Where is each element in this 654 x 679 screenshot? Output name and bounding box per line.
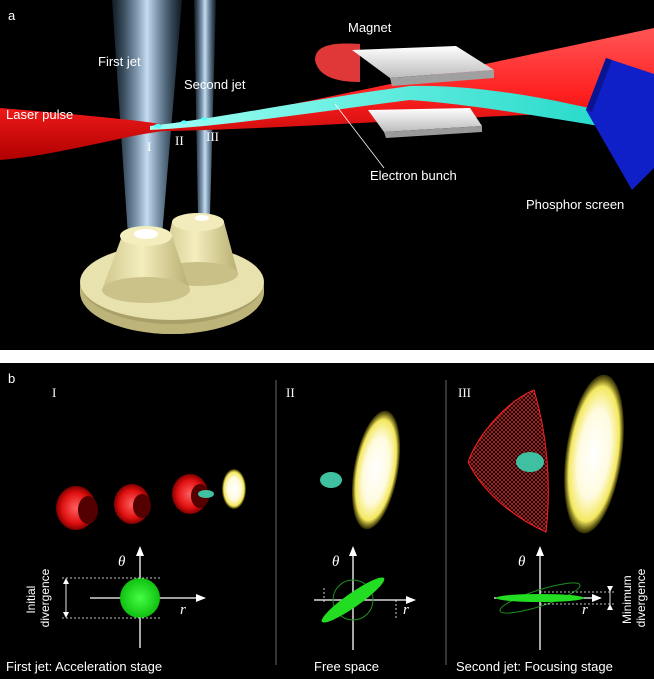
sub2-caption: Free space — [314, 659, 379, 674]
panel-b-background — [0, 363, 654, 679]
nozzle-assembly — [80, 213, 264, 334]
bunch-marker-2 — [181, 120, 187, 124]
panel-b-letter: b — [8, 371, 15, 386]
first-jet-gas-column — [112, 0, 182, 236]
sub3-axis-r: r — [582, 602, 588, 618]
label-phosphor-screen: Phosphor screen — [526, 197, 624, 212]
sub3-ghost-ellipse — [499, 582, 581, 614]
sub2-initial-outline — [332, 579, 374, 621]
sub2-numeral: II — [286, 385, 295, 400]
label-stage-3: III — [206, 129, 219, 144]
sub3-red-mesh-cone — [467, 389, 549, 533]
sub1-caption: First jet: Acceleration stage — [6, 659, 162, 674]
sub3-yellow-pulse — [564, 374, 624, 534]
phosphor-screen — [586, 58, 654, 190]
sub1-red-cups — [56, 474, 209, 530]
sub3-arrowhead-top — [607, 586, 613, 592]
sub1-electron-cluster — [198, 490, 214, 498]
label-laser-pulse: Laser pulse — [6, 107, 73, 122]
electron-bunch-beam — [150, 85, 630, 130]
label-second-jet: Second jet — [184, 77, 246, 92]
sub2-axis-theta: θ — [332, 554, 340, 570]
sub1-arrowhead-bottom — [63, 612, 69, 618]
bunch-marker-1 — [154, 124, 162, 128]
magnet-upper-pole — [352, 46, 494, 78]
sub1-arrowhead-top — [63, 578, 69, 584]
sub2-phase-ellipse — [321, 577, 385, 623]
bunch-marker-3 — [201, 117, 207, 121]
magnet-lower-pole-side — [384, 126, 482, 138]
sub3-numeral: III — [458, 385, 471, 400]
panel-a-letter: a — [8, 8, 16, 23]
sub1-axis-theta: θ — [118, 554, 126, 570]
sub3-minimum-divergence: Minimum divergence — [620, 568, 648, 627]
sub1-yellow-pulse — [222, 469, 246, 509]
magnet-upper-pole-side — [390, 70, 494, 86]
second-jet-gas-column — [194, 0, 216, 214]
sub3-electron-cluster — [516, 452, 544, 472]
magnet-lower-pole — [368, 108, 482, 132]
label-stage-1: I — [147, 139, 151, 154]
sub2-axis-r: r — [403, 602, 409, 618]
label-electron-bunch: Electron bunch — [370, 168, 457, 183]
sub2-electron-cluster — [320, 472, 342, 488]
sub1-axis-r: r — [180, 602, 186, 618]
sub1-initial-divergence: Initial divergence — [24, 568, 52, 627]
phosphor-screen-edge — [586, 58, 612, 112]
sub2-yellow-pulse — [351, 410, 401, 530]
sub3-arrowhead-bottom — [607, 604, 613, 610]
label-stage-2: II — [175, 133, 184, 148]
sub3-caption: Second jet: Focusing stage — [456, 659, 613, 674]
label-first-jet: First jet — [98, 54, 141, 69]
sub1-numeral: I — [52, 385, 56, 400]
electron-bunch-pointer — [334, 103, 385, 169]
sub1-phase-disk — [120, 578, 160, 618]
sub3-axis-theta: θ — [518, 554, 526, 570]
label-magnet: Magnet — [348, 20, 392, 35]
magnet-yoke — [315, 43, 360, 82]
sub3-phase-ellipse — [496, 594, 584, 602]
